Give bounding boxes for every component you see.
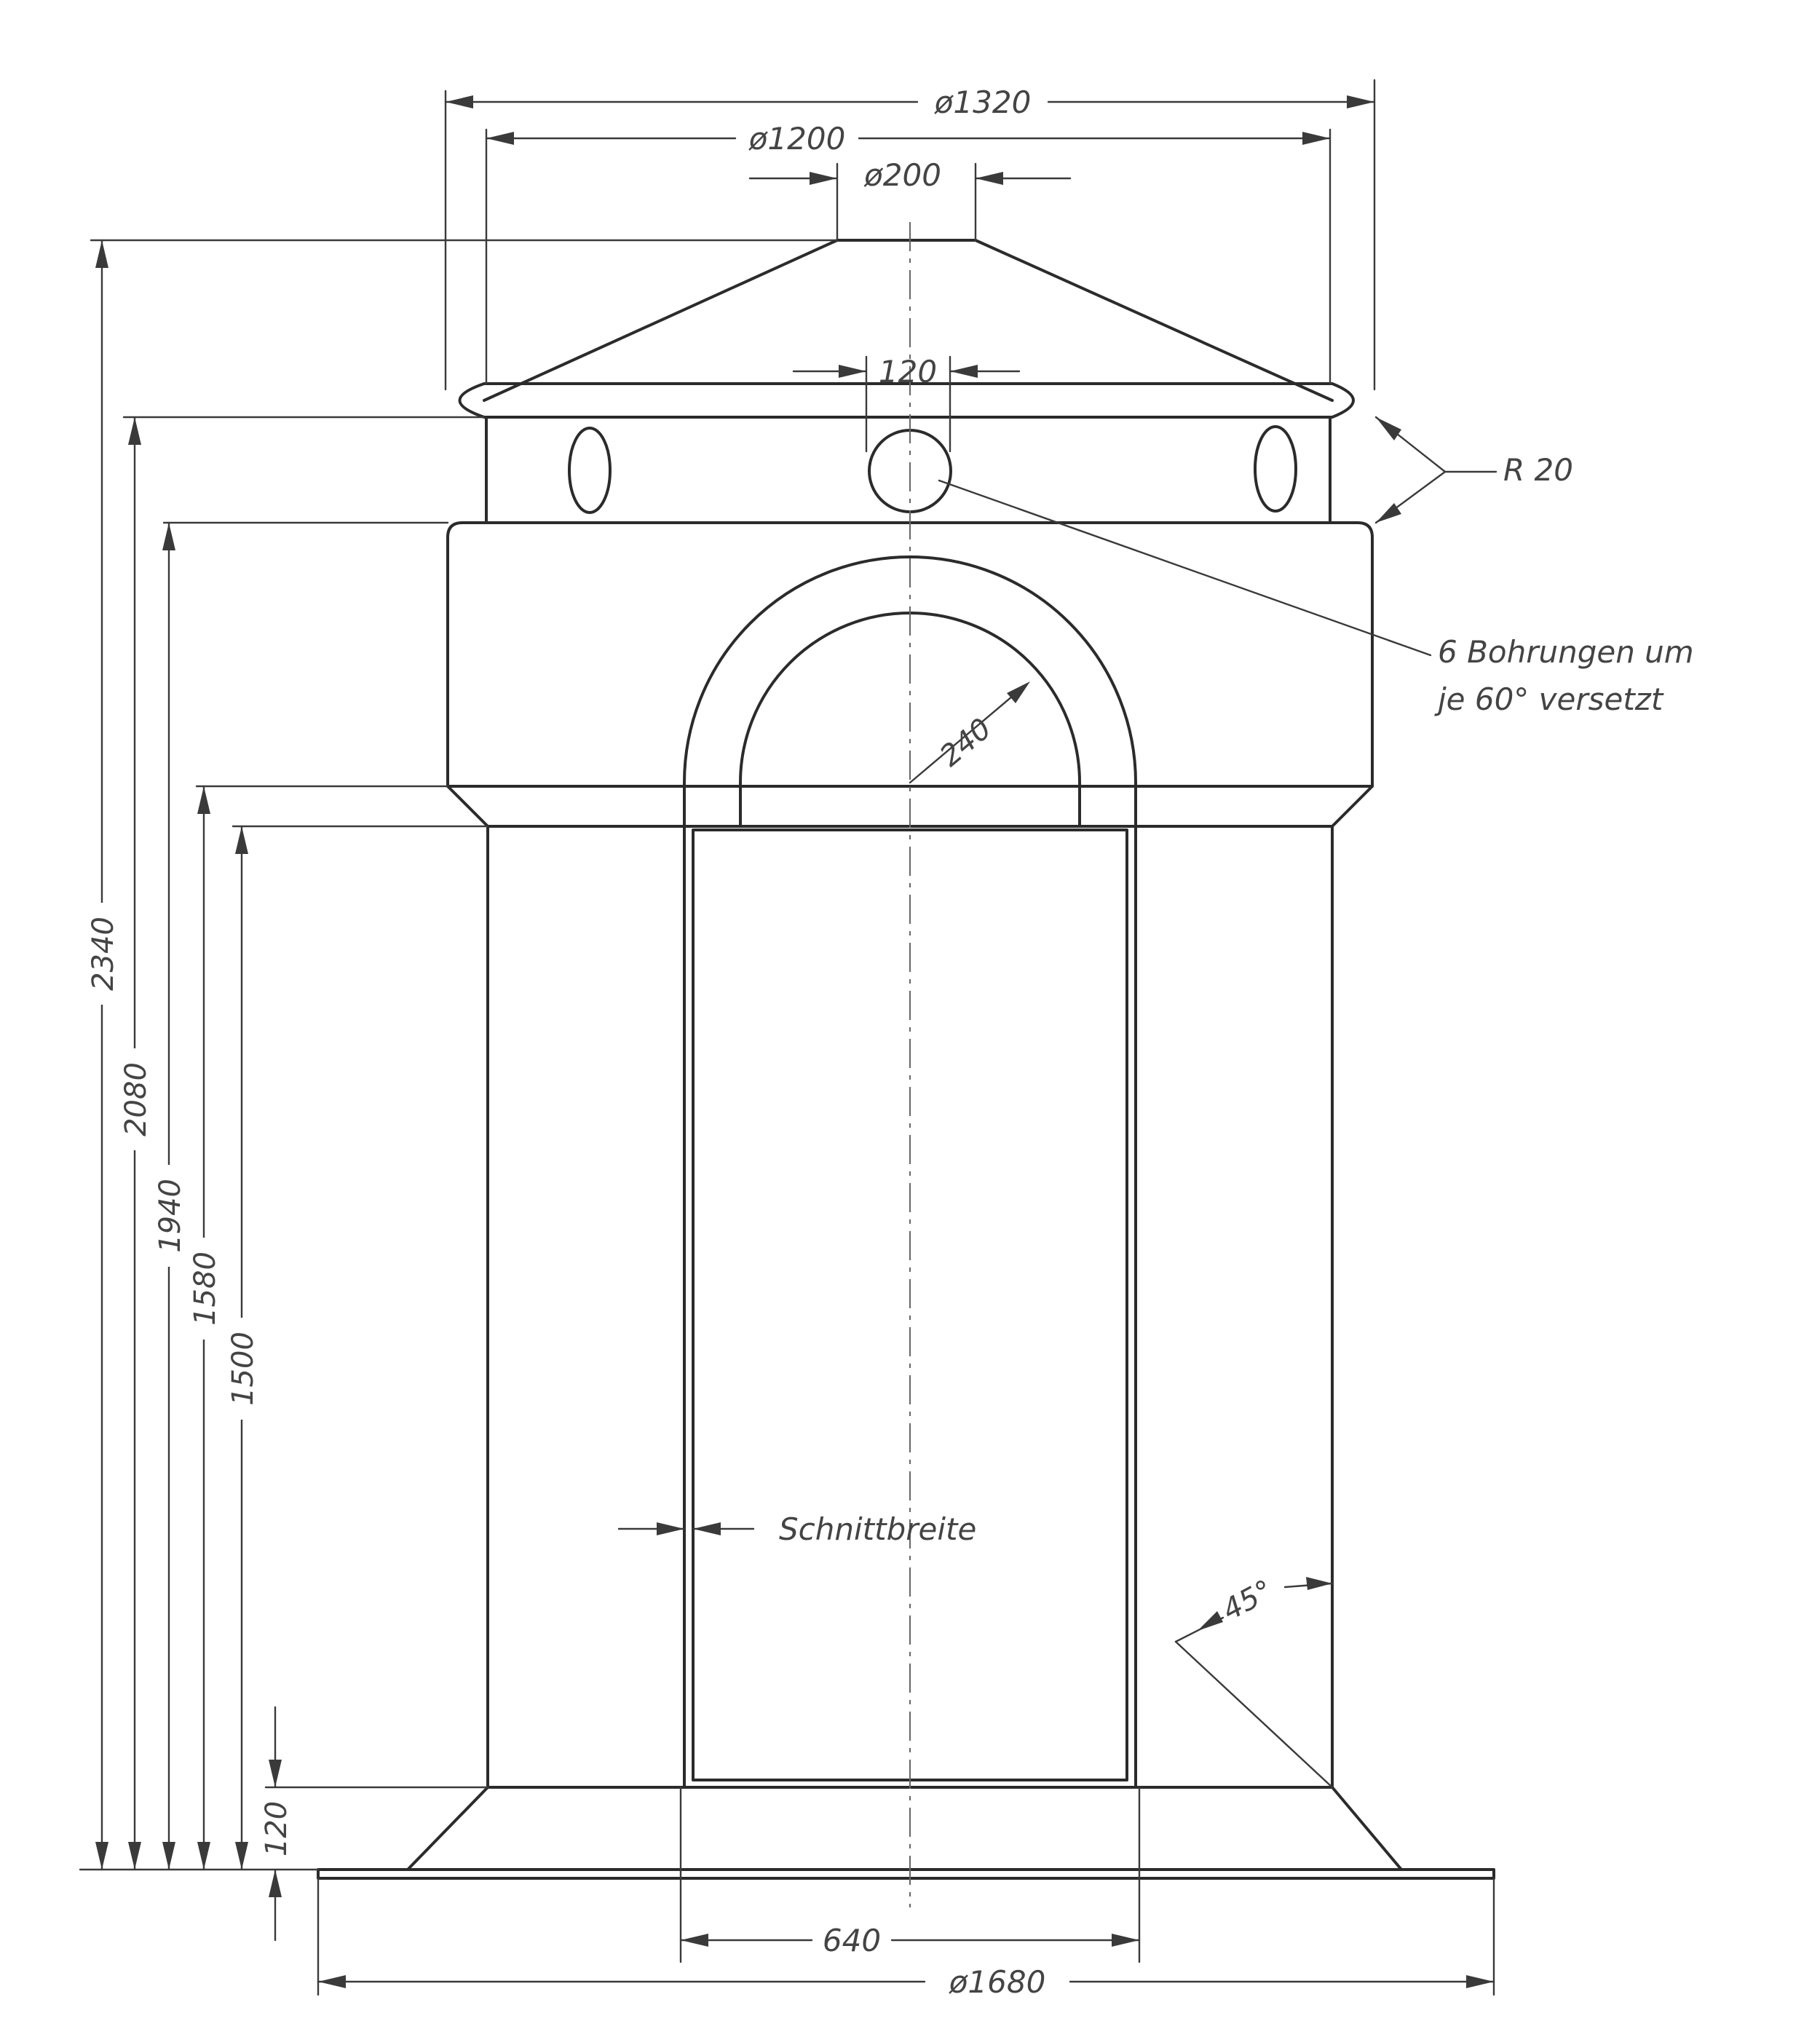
- note-holes: 6 Bohrungen um je 60° versetzt: [938, 479, 1694, 717]
- label-h1580: 1580: [189, 1251, 222, 1326]
- label-d1200: ø1200: [748, 121, 846, 157]
- dim-d1680: ø1680: [317, 1964, 1495, 2000]
- label-cut-width: Schnittbreite: [779, 1511, 976, 1547]
- label-h1940: 1940: [154, 1179, 187, 1253]
- dim-r20: R 20: [1374, 416, 1573, 524]
- extension-lines: [79, 79, 1495, 1996]
- dim-h2080: 2080: [119, 416, 153, 1871]
- door-arch-outer: [683, 555, 1137, 828]
- label-h2080: 2080: [119, 1062, 153, 1136]
- dim-r240: 240: [909, 681, 1030, 784]
- dim-h2340: 2340: [86, 239, 120, 1871]
- roof-cone: [483, 239, 1334, 402]
- label-d1680: ø1680: [949, 1964, 1046, 2000]
- dim-h1940: 1940: [153, 521, 187, 1871]
- dim-d1320: ø1320: [444, 84, 1376, 120]
- note-holes-line1: 6 Bohrungen um: [1438, 634, 1694, 670]
- dim-cut-width: Schnittbreite: [617, 1511, 976, 1547]
- base-left-chamfer: [406, 1786, 489, 1871]
- note-holes-line2: je 60° versetzt: [1434, 681, 1664, 717]
- label-h1500: 1500: [226, 1332, 260, 1406]
- label-d200: ø200: [863, 157, 941, 193]
- label-hole-120: 120: [879, 354, 937, 389]
- label-w640: 640: [823, 1923, 881, 1958]
- dim-h1580: 1580: [188, 785, 222, 1871]
- dim-d200: ø200: [748, 157, 1072, 193]
- label-d1320: ø1320: [934, 84, 1032, 120]
- base-plate: [317, 1868, 1495, 1880]
- base-right-chamfer: [1331, 1786, 1403, 1871]
- dim-w640: 640: [679, 1923, 1141, 1958]
- hole-left: [568, 427, 612, 514]
- hole-right: [1254, 425, 1297, 513]
- dim-hole-120: 120: [792, 354, 1021, 389]
- dim-d1200: ø1200: [485, 121, 1332, 157]
- roof-brim: [458, 382, 1355, 419]
- label-r20: R 20: [1503, 452, 1573, 488]
- label-h2340: 2340: [87, 917, 120, 991]
- label-angle45: 45°: [1217, 1574, 1278, 1628]
- object-outline: [317, 239, 1495, 1880]
- label-r240: 240: [934, 712, 998, 773]
- dim-h120: 120: [260, 1706, 293, 1942]
- dim-h1500: 1500: [226, 825, 260, 1871]
- label-h120: 120: [260, 1801, 293, 1856]
- dim-angle45: 45°: [1174, 1574, 1334, 1789]
